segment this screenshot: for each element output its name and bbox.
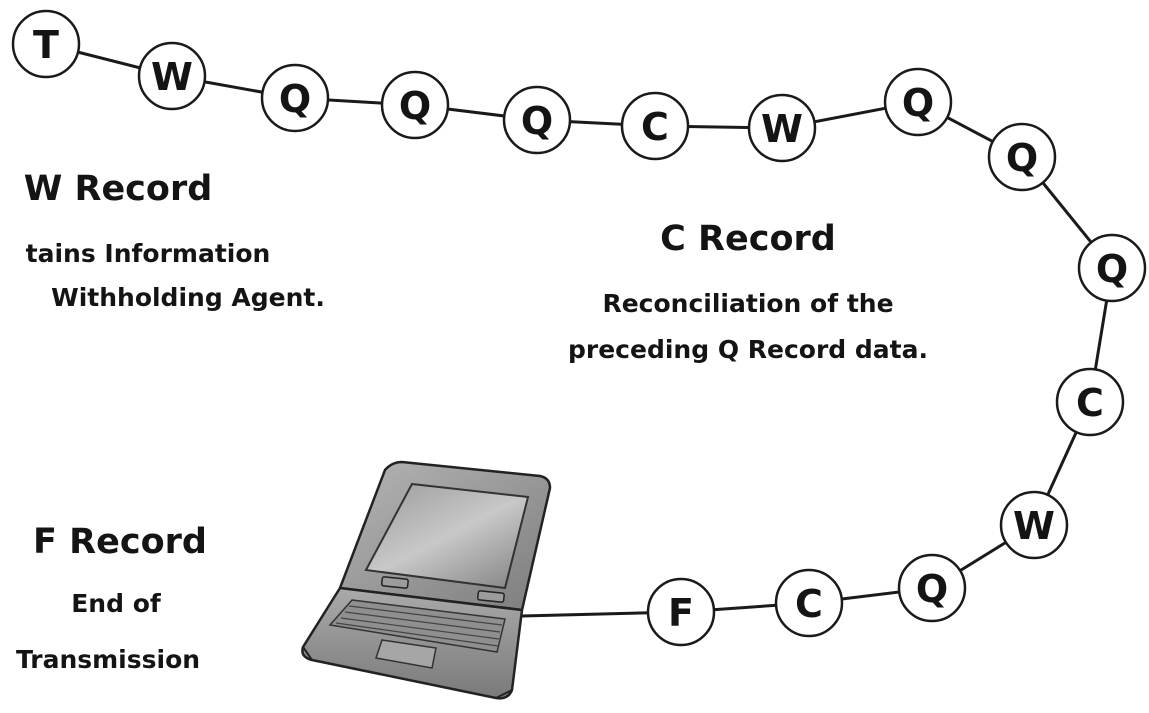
record-node-q: Q bbox=[502, 85, 572, 155]
record-node-circle bbox=[1055, 367, 1125, 437]
record-node-q: Q bbox=[987, 122, 1057, 192]
record-node-c: C bbox=[620, 91, 690, 161]
record-node-q: Q bbox=[1077, 233, 1147, 303]
record-node-circle bbox=[999, 490, 1069, 560]
record-node-letter: W bbox=[761, 107, 803, 151]
record-node-circle bbox=[646, 577, 716, 647]
record-node-circle bbox=[11, 9, 81, 79]
f-record-desc-line1: End of bbox=[71, 589, 162, 618]
f-record-title: F Record bbox=[33, 522, 207, 562]
record-node-letter: F bbox=[668, 591, 694, 635]
record-node-letter: Q bbox=[1096, 247, 1128, 291]
w-record-title: W Record bbox=[24, 169, 213, 209]
record-node-circle bbox=[620, 91, 690, 161]
record-node-letter: Q bbox=[521, 99, 553, 143]
record-node-w: W bbox=[747, 93, 817, 163]
record-node-q: Q bbox=[897, 553, 967, 623]
record-node-letter: Q bbox=[279, 77, 311, 121]
record-node-q: Q bbox=[883, 67, 953, 137]
f-record-label: F Record End of Transmission bbox=[16, 522, 207, 674]
record-node-w: W bbox=[999, 490, 1069, 560]
record-node-circle bbox=[380, 70, 450, 140]
c-record-label: C Record Reconciliation of the preceding… bbox=[568, 219, 928, 364]
record-node-circle bbox=[883, 67, 953, 137]
record-node-w: W bbox=[137, 41, 207, 111]
record-node-t: T bbox=[11, 9, 81, 79]
w-record-label: W Record tains Information Withholding A… bbox=[24, 169, 325, 312]
record-chain: T W Q Q Q C W Q Q Q C W Q C F bbox=[11, 9, 1147, 647]
record-node-circle bbox=[897, 553, 967, 623]
record-node-circle bbox=[260, 63, 330, 133]
record-node-letter: C bbox=[641, 105, 669, 149]
record-node-letter: W bbox=[1013, 504, 1055, 548]
f-record-desc-line2: Transmission bbox=[16, 645, 200, 674]
laptop-icon bbox=[301, 460, 552, 700]
record-node-circle bbox=[502, 85, 572, 155]
record-node-q: Q bbox=[380, 70, 450, 140]
w-record-desc-line2: Withholding Agent. bbox=[51, 283, 325, 312]
record-node-c: C bbox=[774, 568, 844, 638]
record-node-circle bbox=[987, 122, 1057, 192]
record-node-letter: T bbox=[33, 23, 59, 67]
w-record-desc-line1: tains Information bbox=[26, 239, 271, 268]
record-node-circle bbox=[747, 93, 817, 163]
c-record-desc-line2: preceding Q Record data. bbox=[568, 335, 928, 364]
record-node-letter: C bbox=[1076, 381, 1104, 425]
record-node-circle bbox=[1077, 233, 1147, 303]
record-node-letter: C bbox=[795, 582, 823, 626]
record-node-c: C bbox=[1055, 367, 1125, 437]
c-record-desc-line1: Reconciliation of the bbox=[602, 289, 893, 318]
record-node-letter: Q bbox=[1006, 136, 1038, 180]
record-node-letter: Q bbox=[902, 81, 934, 125]
record-node-circle bbox=[137, 41, 207, 111]
record-node-circle bbox=[774, 568, 844, 638]
record-node-letter: Q bbox=[399, 84, 431, 128]
record-node-f: F bbox=[646, 577, 716, 647]
record-node-letter: W bbox=[151, 55, 193, 99]
record-node-q: Q bbox=[260, 63, 330, 133]
c-record-title: C Record bbox=[660, 219, 836, 259]
record-node-letter: Q bbox=[916, 567, 948, 611]
